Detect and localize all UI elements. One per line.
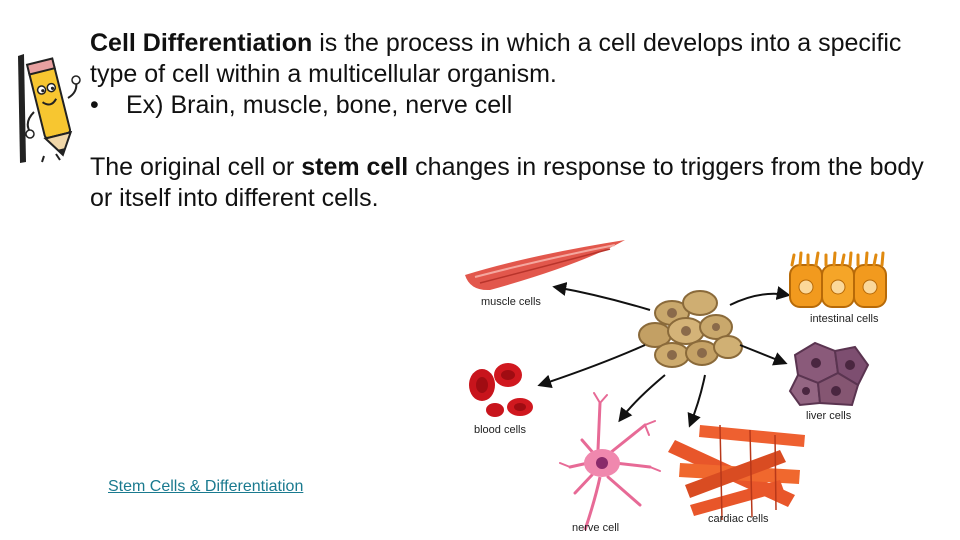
bullet-marker: • [90,91,99,119]
stem-cell-paragraph: The original cell or stem cell changes i… [90,152,940,214]
blood-cells-image [469,363,533,417]
liver-cells-image [788,341,870,407]
label-blood-cells: blood cells [474,424,526,436]
stem-text-start: The original cell or [90,153,302,181]
label-muscle-cells: muscle cells [481,296,541,308]
example-bullet: • Ex) Brain, muscle, bone, nerve cell [90,90,940,121]
muscle-cells-image [465,240,625,291]
stem-text-rest: changes in response to triggers from the… [90,153,924,212]
term-bold: Cell Differentiation [90,29,313,57]
label-intestinal-cells: intestinal cells [810,313,879,325]
label-liver-cells: liver cells [806,410,852,422]
bullet-text: Ex) Brain, muscle, bone, nerve cell [126,91,513,119]
label-cardiac-cells: cardiac cells [708,513,769,525]
definition-paragraph: Cell Differentiation is the process in w… [90,28,940,90]
stem-cell-cluster-image [638,290,743,368]
cell-differentiation-diagram: muscle cells [465,240,887,534]
body-text: Cell Differentiation is the process in w… [90,28,940,214]
definition-text: is the process in which a cell develops … [90,29,902,88]
cardiac-cells-image [668,424,805,521]
intestinal-cells-image [789,251,887,308]
stem-cells-video-link[interactable]: Stem Cells & Differentiation [108,478,304,495]
nerve-cell-image [559,392,661,531]
label-nerve-cell: nerve cell [572,522,619,534]
stem-cell-bold: stem cell [301,153,409,181]
pencil-mascot-icon [18,54,81,163]
